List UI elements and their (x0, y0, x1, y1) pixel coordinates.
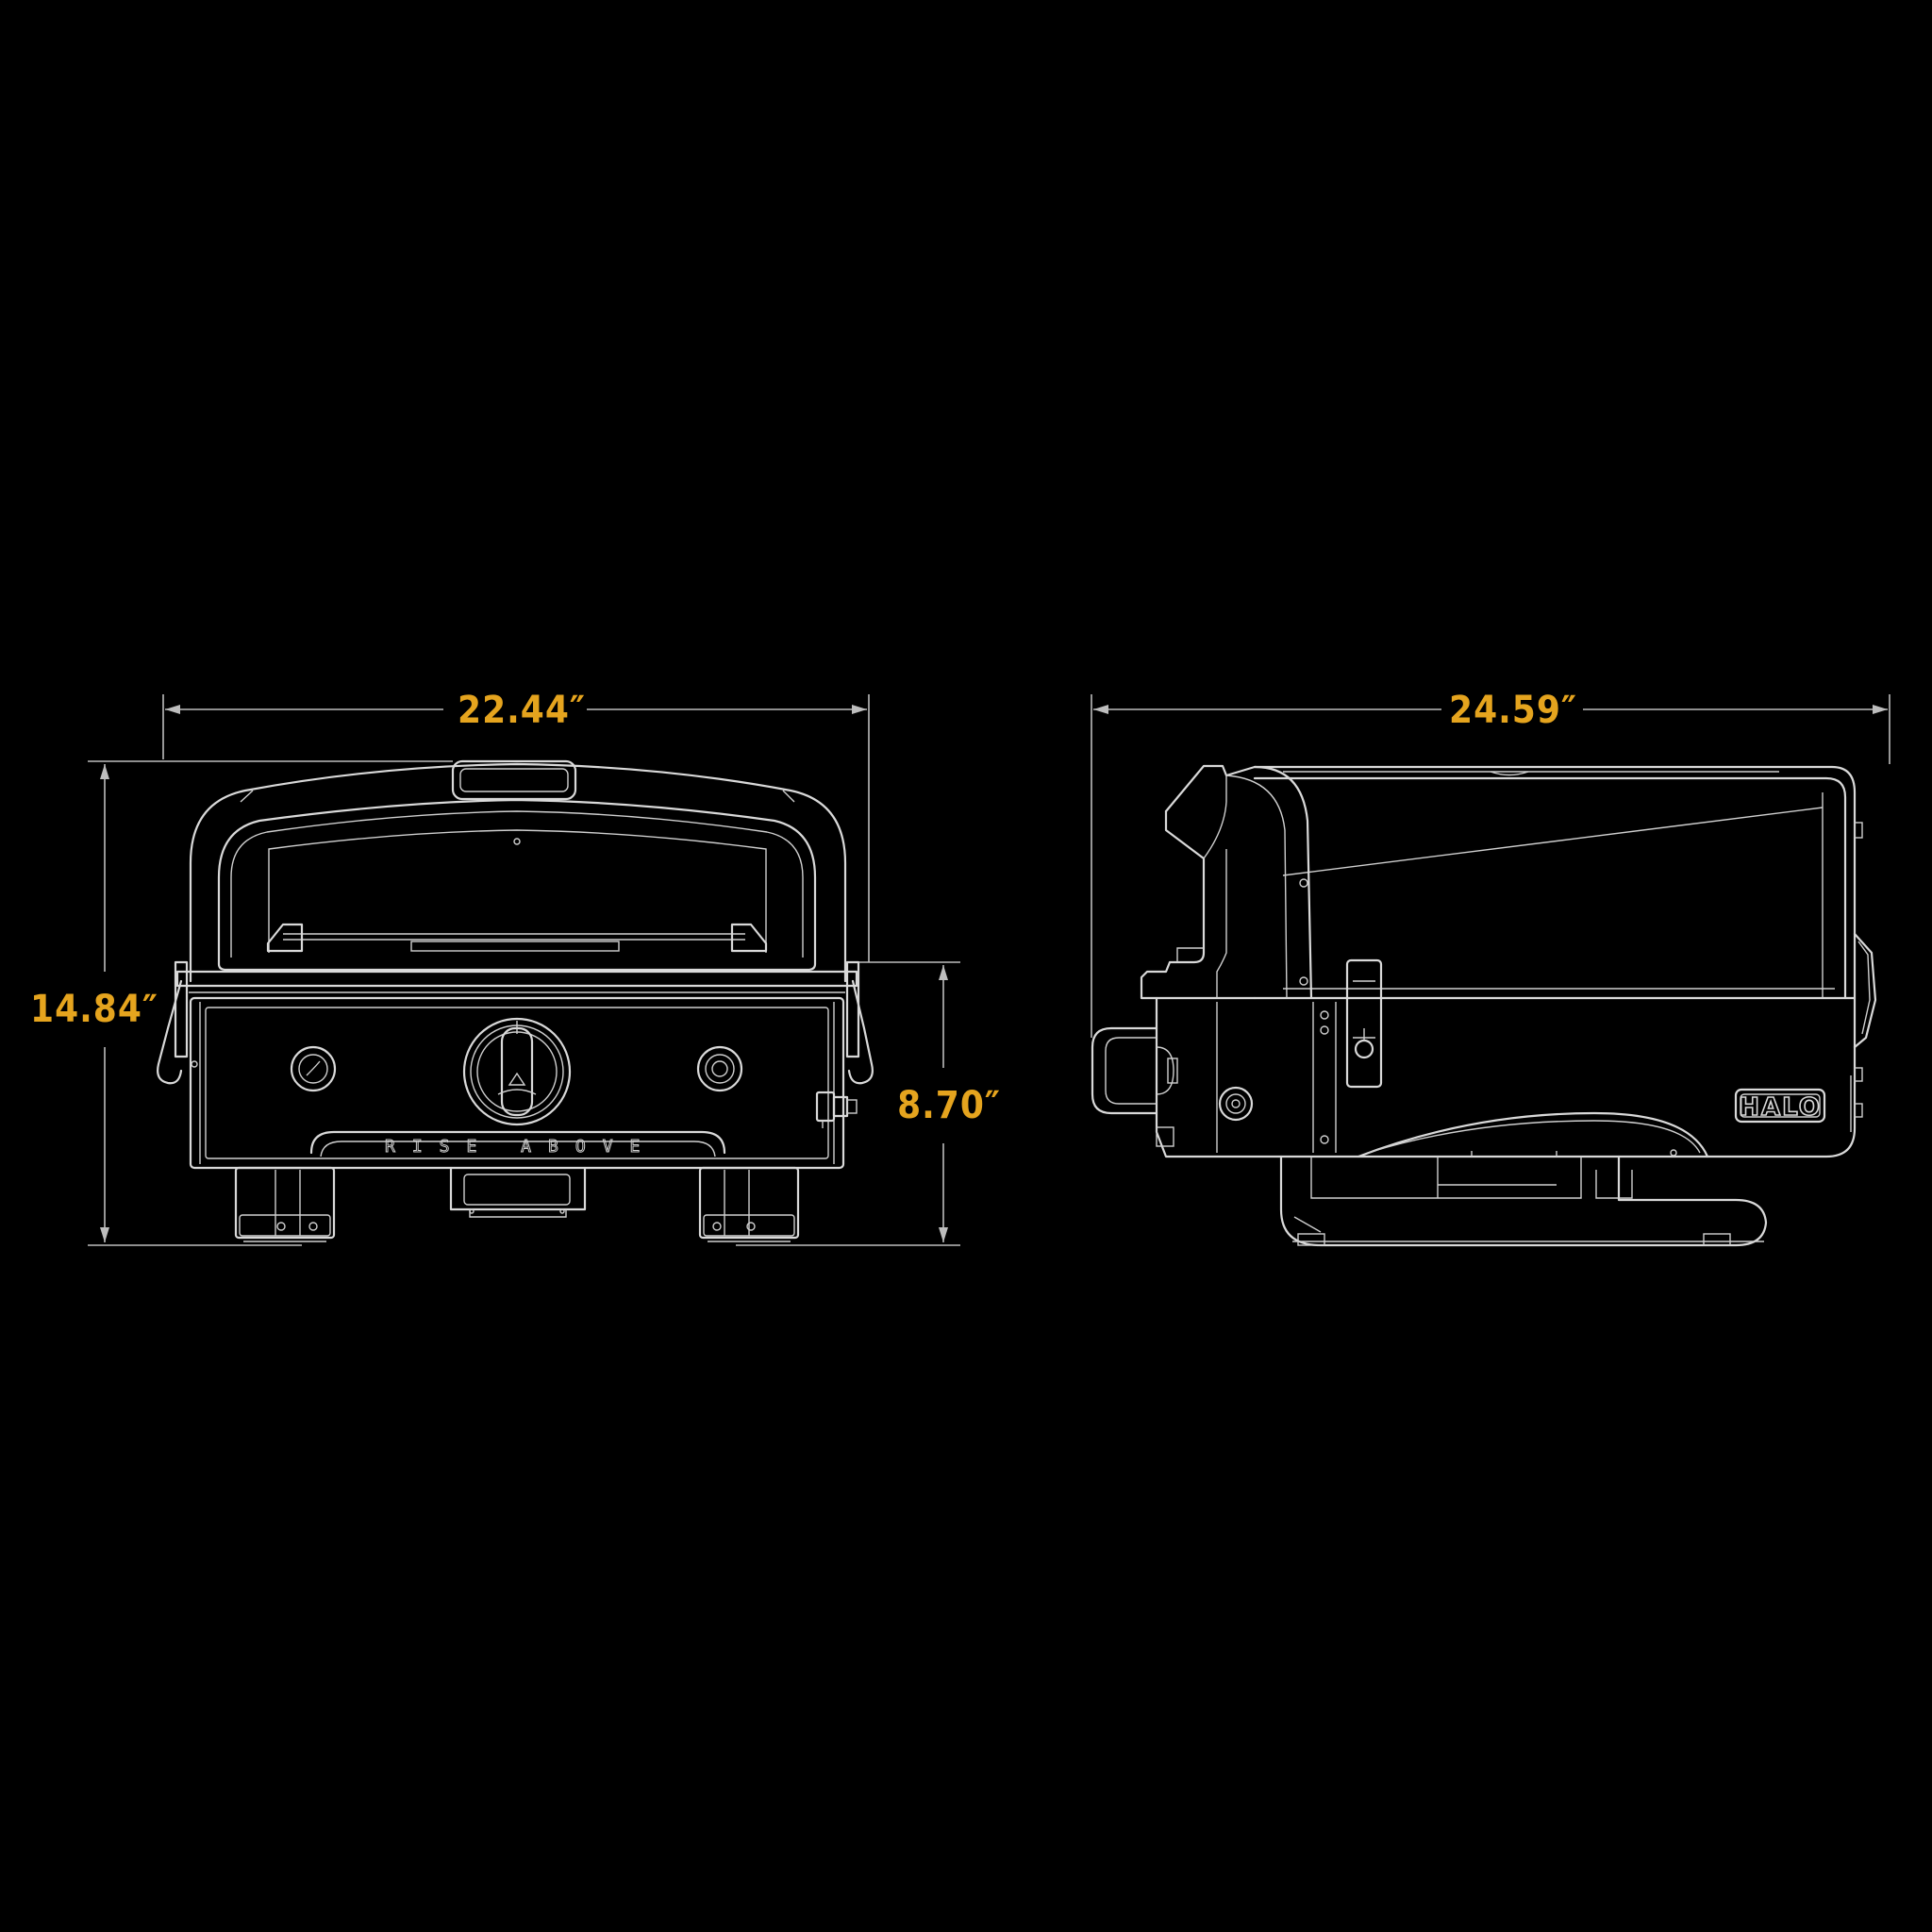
side-lower-body (1155, 996, 1857, 1158)
slogan-panel: RISE ABOVE (309, 1130, 726, 1158)
front-height-label: 14.84″ (30, 988, 158, 1031)
ignition-button-right (696, 1045, 743, 1092)
left-leg (234, 1166, 336, 1242)
oven-dome (189, 762, 847, 983)
base-height-dimension: 8.70″ (736, 961, 1001, 1246)
front-height-dimension: 14.84″ (30, 760, 453, 1246)
base-height-label: 8.70″ (897, 1084, 1001, 1127)
side-latch (1345, 958, 1383, 1089)
base-canister (449, 1166, 587, 1218)
front-view: 22.44″ 14.84″ 8.70″ (30, 689, 1001, 1246)
side-view: 24.59″ (1091, 689, 1890, 1247)
ignition-button-left (290, 1045, 337, 1092)
side-front-profile (1140, 764, 1313, 1000)
front-width-label: 22.44″ (458, 689, 586, 732)
front-width-dimension: 22.44″ (162, 689, 870, 962)
side-stand (1279, 1155, 1768, 1247)
gas-inlet (815, 1091, 858, 1128)
side-housing (1253, 765, 1857, 1000)
brand-badge: HALO (1734, 1088, 1826, 1124)
right-leg (698, 1166, 800, 1242)
slogan-text: RISE ABOVE (385, 1137, 657, 1157)
right-latch (845, 960, 874, 1085)
cooking-stone (266, 923, 768, 953)
rear-bumps (1854, 1067, 1863, 1118)
control-body (189, 996, 845, 1170)
top-handle (451, 759, 577, 801)
side-depth-dimension: 24.59″ (1091, 689, 1890, 1038)
side-knob-profile (1091, 1026, 1178, 1115)
side-ignition-button (1218, 1086, 1254, 1122)
brand-text: HALO (1739, 1093, 1822, 1122)
base-arch (1357, 1111, 1709, 1158)
side-depth-label: 24.59″ (1449, 689, 1577, 732)
rear-hinge (1853, 822, 1877, 1049)
left-latch (157, 960, 198, 1085)
temperature-knob (462, 1017, 572, 1126)
